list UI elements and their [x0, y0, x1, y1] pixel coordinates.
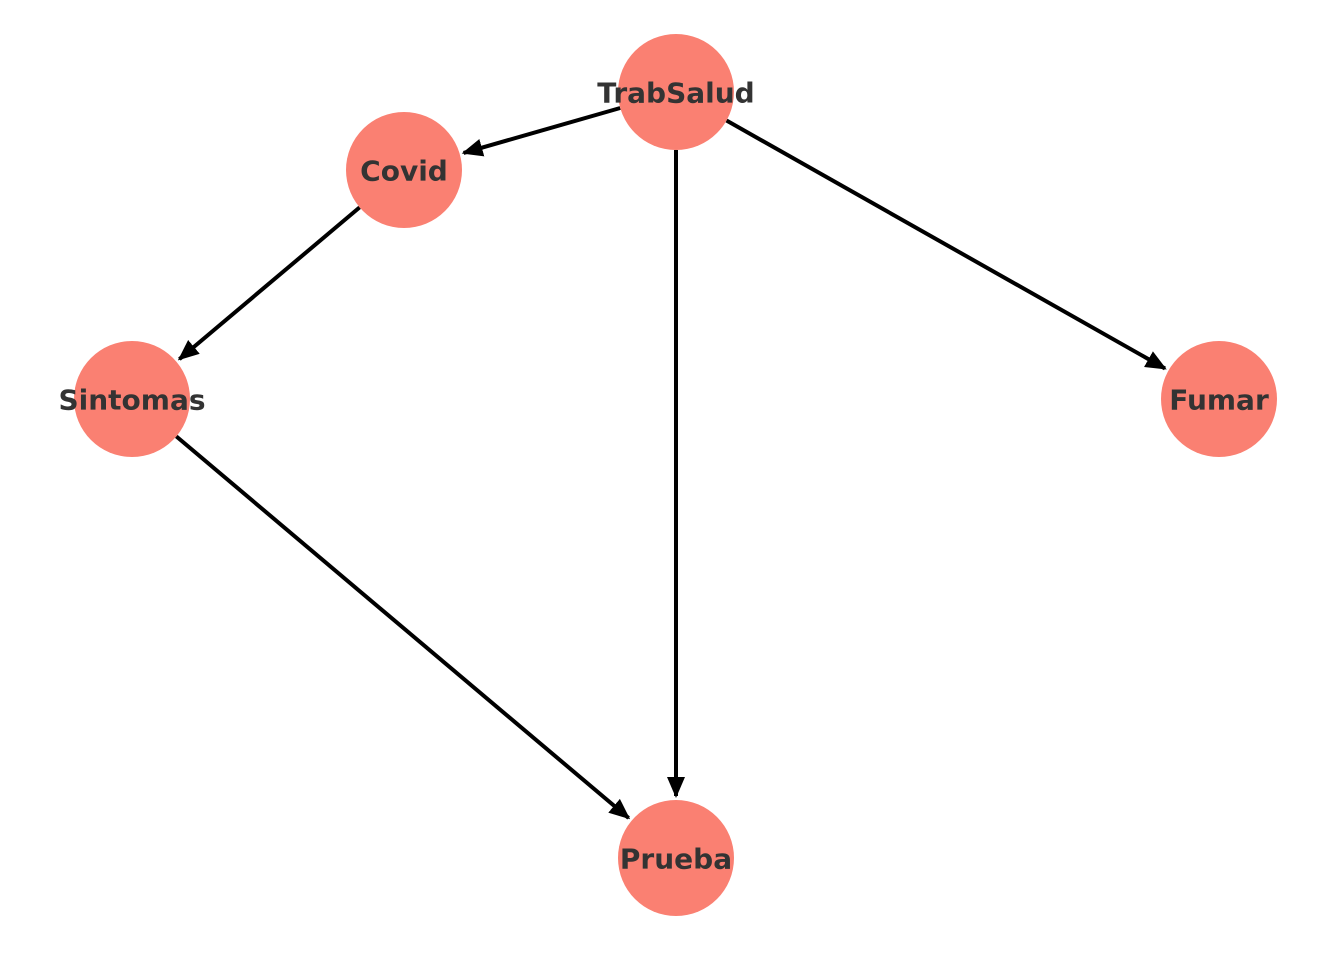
edge-TrabSalud-to-Covid: [461, 106, 621, 157]
edge-TrabSalud-to-Fumar: [725, 118, 1167, 371]
node-circle-Sintomas[interactable]: [74, 341, 190, 457]
node-circle-TrabSalud[interactable]: [618, 34, 734, 150]
node-TrabSalud[interactable]: TrabSalud: [597, 34, 755, 150]
node-circle-Fumar[interactable]: [1161, 341, 1277, 457]
node-circle-Prueba[interactable]: [618, 800, 734, 916]
node-Covid[interactable]: Covid: [346, 112, 462, 228]
node-circle-Covid[interactable]: [346, 112, 462, 228]
edges-layer: [175, 106, 1167, 820]
node-Fumar[interactable]: Fumar: [1161, 341, 1277, 457]
node-Prueba[interactable]: Prueba: [618, 800, 734, 916]
edge-Sintomas-to-Prueba: [175, 434, 631, 820]
edge-Covid-to-Sintomas: [177, 205, 361, 361]
node-Sintomas[interactable]: Sintomas: [58, 341, 206, 457]
